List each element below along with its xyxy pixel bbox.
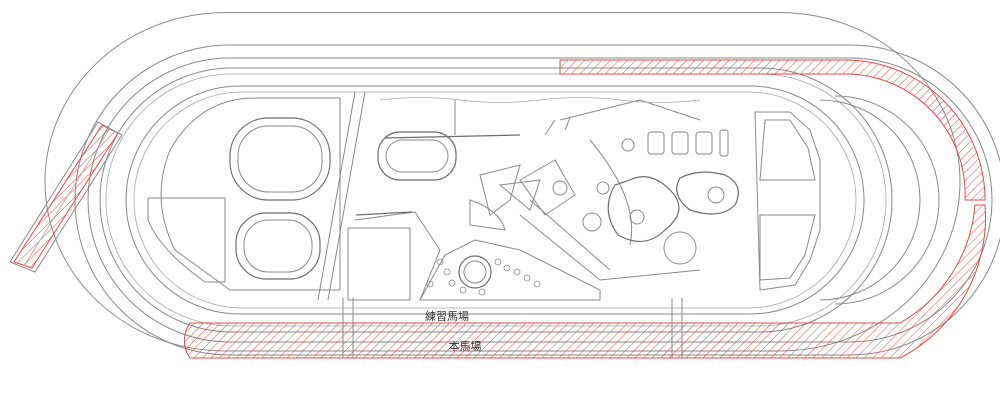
practice-track-outline — [125, 85, 940, 315]
infield — [147, 91, 821, 358]
practice-track-label: 練習馬場 — [425, 309, 469, 323]
main-track-label: 本馬場 — [449, 339, 482, 353]
hatched-zones — [13, 59, 986, 359]
chute — [9, 121, 123, 273]
